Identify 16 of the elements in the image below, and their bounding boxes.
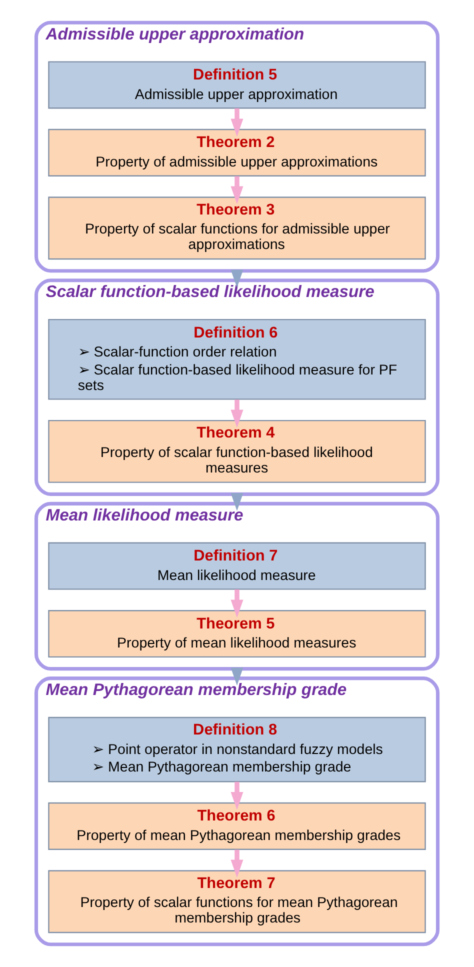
- node-box: Theorem 6 Property of mean Pythagorean membership grades: [48, 802, 426, 850]
- arrow: [230, 782, 244, 810]
- arrow: [230, 850, 244, 878]
- arrow: [230, 589, 244, 618]
- node-box: Definition 7 Mean likelihood measure: [48, 542, 426, 590]
- node-box: Theorem 2 Property of admissible upper approximations: [48, 128, 426, 176]
- node-box: Theorem 5 Property of mean likelihood measures: [48, 610, 426, 658]
- node-box: Theorem 3 Property of scalar functions for admissible upper approximations: [48, 196, 426, 260]
- node-box: Theorem 4 Property of scalar function-based likelihood measures: [48, 420, 426, 483]
- arrow: [230, 176, 244, 204]
- node-box: Definition 5 Admissible upper approximation: [48, 61, 426, 109]
- node-box: Definition 8 ➢ Point operator in nonstandard fuzzy models ➢ Mean Pythagorean membership grade: [48, 716, 426, 782]
- node-box: Definition 6 ➢ Scalar-function order relation ➢ Scalar function-based likelihood measure for PF sets: [48, 318, 426, 400]
- arrow: [230, 108, 244, 137]
- arrow: [230, 400, 244, 428]
- node-box: Theorem 7 Property of scalar functions for mean Pythagorean membership grades: [48, 870, 426, 934]
